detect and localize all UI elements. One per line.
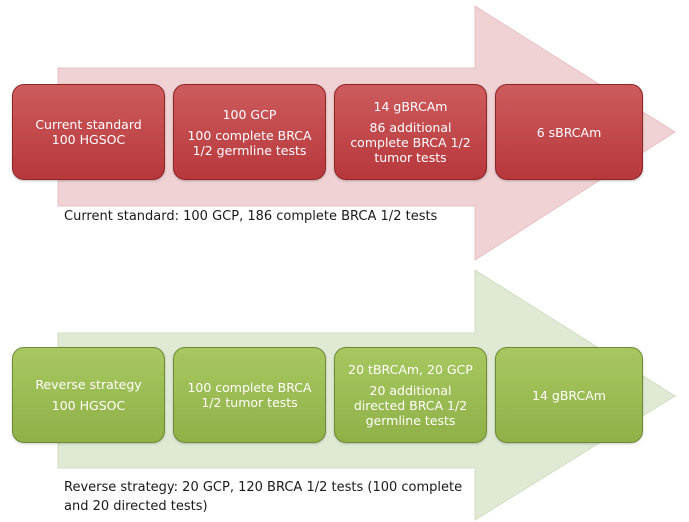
reverse-step-tbrcam-line3: directed BRCA 1/2 <box>353 398 468 413</box>
current-step-sbrcam-line1: 6 sBRCAm <box>536 124 602 140</box>
current-step-gbrcam-line3: complete BRCA 1/2 <box>350 135 471 150</box>
current-step-hgsoc-line1: Current standard <box>35 117 142 132</box>
reverse-step-tumor-tests-line1: 100 complete BRCA <box>187 380 312 395</box>
current-step-gcp-line3: 1/2 germline tests <box>192 142 307 158</box>
reverse-step-gbrcam-line1: 14 gBRCAm <box>532 387 606 403</box>
current-step-gbrcam-line2: 86 additional <box>369 120 452 135</box>
reverse-summary-line2: and 20 directed tests) <box>64 499 208 514</box>
reverse-step-hgsoc-line1: Reverse strategy <box>35 377 142 392</box>
current-step-gbrcam-line4: tumor tests <box>374 150 447 165</box>
reverse-summary-line1: Reverse strategy: 20 GCP, 120 BRCA 1/2 t… <box>64 480 463 495</box>
reverse-step-tbrcam-line1: 20 tBRCAm, 20 GCP <box>348 362 473 377</box>
current-step-gbrcam-line1: 14 gBRCAm <box>373 99 448 114</box>
reverse-step-hgsoc: Reverse strategy 100 HGSOC <box>12 347 165 443</box>
reverse-step-tbrcam-line2: 20 additional <box>369 383 452 398</box>
reverse-step-tumor-tests-line2: 1/2 tumor tests <box>201 395 298 410</box>
current-step-gcp: 100 GCP 100 complete BRCA 1/2 germline t… <box>173 84 326 180</box>
current-step-gcp-line1: 100 GCP <box>222 106 277 122</box>
reverse-step-hgsoc-line2: 100 HGSOC <box>51 398 126 413</box>
current-step-sbrcam: 6 sBRCAm <box>495 84 643 180</box>
current-summary: Current standard: 100 GCP, 186 complete … <box>64 209 438 224</box>
current-step-hgsoc: Current standard 100 HGSOC <box>12 84 165 180</box>
current-step-gbrcam: 14 gBRCAm 86 additional complete BRCA 1/… <box>334 84 487 180</box>
reverse-step-tbrcam-line4: germline tests <box>365 413 456 428</box>
current-step-gcp-line2: 100 complete BRCA <box>187 127 312 143</box>
current-step-hgsoc-line2: 100 HGSOC <box>51 132 126 147</box>
reverse-step-tumor-tests: 100 complete BRCA 1/2 tumor tests <box>173 347 326 443</box>
reverse-step-gbrcam: 14 gBRCAm <box>495 347 643 443</box>
reverse-step-tbrcam: 20 tBRCAm, 20 GCP 20 additional directed… <box>334 347 487 443</box>
reverse-summary: Reverse strategy: 20 GCP, 120 BRCA 1/2 t… <box>64 478 462 516</box>
